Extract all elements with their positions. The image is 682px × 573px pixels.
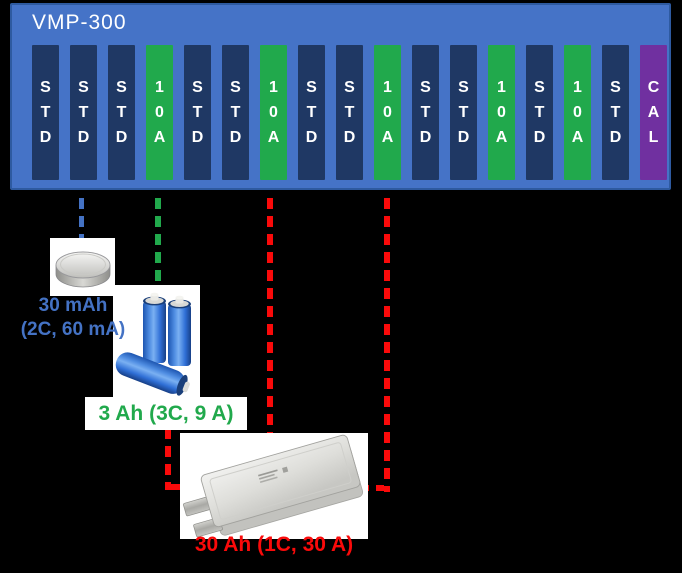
channel-slot-8-std: S T D bbox=[298, 45, 325, 180]
cylindrical-cells-connection-line bbox=[155, 198, 161, 287]
vmp-300-chassis: VMP-300 S T D S T D S T D 1 0 A S T D S T D 1 … bbox=[10, 3, 671, 190]
channel-slots: S T D S T D S T D 1 0 A S T D S T D 1 0 A S T D… bbox=[32, 45, 667, 180]
device-title: VMP-300 bbox=[32, 11, 127, 34]
channel-slot-5-std: S T D bbox=[184, 45, 211, 180]
channel-slot-16-std: S T D bbox=[602, 45, 629, 180]
channel-slot-2-std: S T D bbox=[70, 45, 97, 180]
coin-cell-image bbox=[50, 238, 115, 296]
coin-cell-connection-line bbox=[79, 198, 84, 240]
coin-cell-capacity-line2: (2C, 60 mA) bbox=[20, 319, 126, 340]
channel-slot-15-10a: 1 0 A bbox=[564, 45, 591, 180]
pouch-cell-elbow-left-vertical bbox=[165, 428, 171, 490]
channel-slot-17-cal: C A L bbox=[640, 45, 667, 180]
channel-slot-6-std: S T D bbox=[222, 45, 249, 180]
pouch-cell-graphic bbox=[183, 434, 364, 538]
channel-slot-7-10a: 1 0 A bbox=[260, 45, 287, 180]
pouch-cell-connection-line-right bbox=[384, 198, 390, 492]
channel-slot-11-std: S T D bbox=[412, 45, 439, 180]
channel-slot-13-10a: 1 0 A bbox=[488, 45, 515, 180]
pouch-cell-image bbox=[180, 433, 368, 539]
cylindrical-cells-label-box: 3 Ah (3C, 9 A) bbox=[85, 397, 247, 430]
cylindrical-cells-capacity-label: 3 Ah (3C, 9 A) bbox=[98, 401, 234, 425]
pouch-cell-connection-line-left bbox=[267, 198, 273, 433]
channel-slot-12-std: S T D bbox=[450, 45, 477, 180]
cylindrical-cells-image bbox=[113, 285, 200, 398]
channel-slot-14-std: S T D bbox=[526, 45, 553, 180]
coin-cell-capacity-label: 30 mAh (2C, 60 mA) bbox=[2, 294, 144, 342]
coin-cell-graphic bbox=[55, 251, 111, 288]
cylindrical-cells-graphic bbox=[115, 292, 191, 396]
coin-cell-capacity-line1: 30 mAh bbox=[38, 295, 108, 316]
pouch-cell-elbow-right bbox=[358, 485, 384, 491]
channel-slot-4-10a: 1 0 A bbox=[146, 45, 173, 180]
pouch-cell-capacity-label: 30 Ah (1C, 30 A) bbox=[194, 533, 354, 556]
channel-slot-10-10a: 1 0 A bbox=[374, 45, 401, 180]
channel-slot-3-std: S T D bbox=[108, 45, 135, 180]
channel-slot-1-std: S T D bbox=[32, 45, 59, 180]
channel-slot-9-std: S T D bbox=[336, 45, 363, 180]
